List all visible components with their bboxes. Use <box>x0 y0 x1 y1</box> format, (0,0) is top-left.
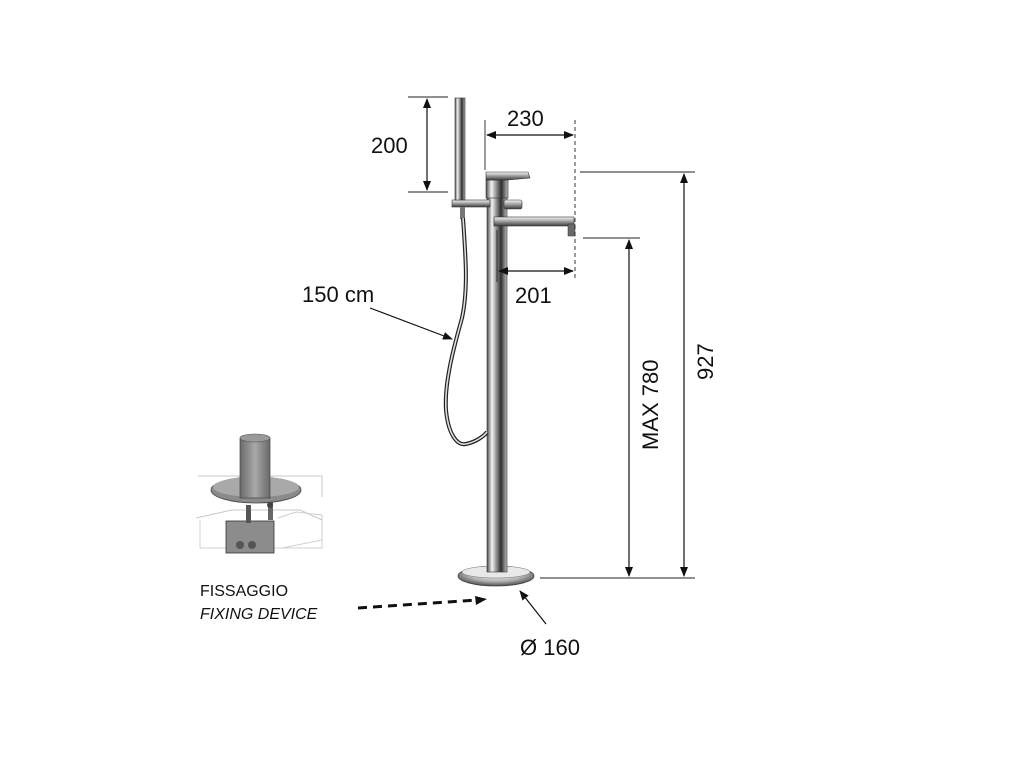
fixing-leader-line <box>357 598 479 610</box>
label-927: 927 <box>693 343 718 380</box>
label-200: 200 <box>371 133 408 158</box>
label-230: 230 <box>507 106 544 131</box>
dim-base-diameter: Ø 160 <box>519 590 580 660</box>
dim-total-height: 927 <box>580 171 718 579</box>
floor-standing-mixer <box>443 97 576 587</box>
shower-hose <box>443 217 489 447</box>
hand-shower <box>454 97 466 201</box>
label-150cm: 150 cm <box>302 282 374 307</box>
label-max-780: MAX 780 <box>638 360 663 451</box>
dim-max-spout-height: MAX 780 <box>540 237 663 579</box>
fixing-label-italian: FISSAGGIO <box>200 583 288 600</box>
fixing-device-illustration <box>195 433 323 554</box>
label-201: 201 <box>515 283 552 308</box>
fixing-label-english: FIXING DEVICE <box>200 606 318 623</box>
dim-handshower-height: 200 <box>371 96 448 193</box>
lever-handle <box>485 171 531 181</box>
label-diameter-160: Ø 160 <box>520 635 580 660</box>
spout <box>493 216 575 227</box>
dim-spout-reach-top: 230 <box>484 106 576 280</box>
dim-spout-reach-bottom: 201 <box>496 230 574 308</box>
dim-hose-length: 150 cm <box>302 282 453 340</box>
